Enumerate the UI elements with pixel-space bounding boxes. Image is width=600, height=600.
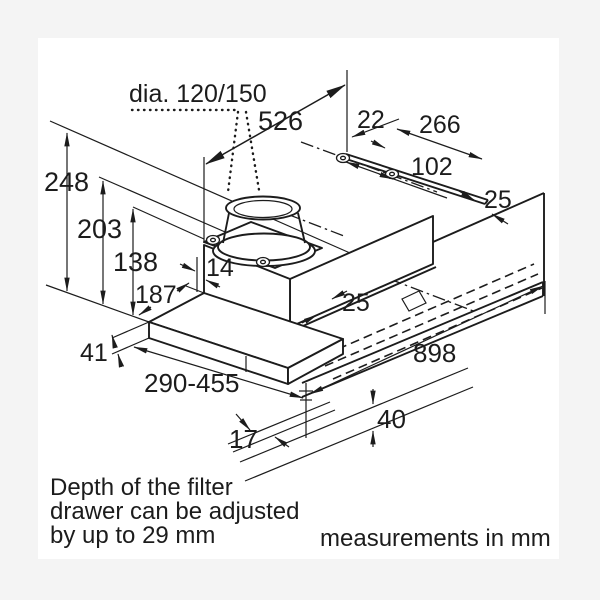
dimension-102: 102 bbox=[345, 153, 453, 199]
dimension-25-top: 25 bbox=[458, 186, 512, 225]
dim-label-138: 138 bbox=[113, 247, 158, 277]
collar-top-opening bbox=[233, 199, 293, 219]
bar-bottom-extension bbox=[244, 386, 474, 482]
strip-top-extension bbox=[111, 321, 150, 339]
dimension-266: 266 bbox=[396, 111, 483, 160]
dimension-14: 14 bbox=[179, 254, 234, 289]
dim-line-898 bbox=[309, 285, 544, 395]
plate-screw-right bbox=[255, 256, 271, 268]
dimension-248: 248 bbox=[44, 132, 89, 292]
body-reference-line bbox=[132, 206, 205, 240]
dimension-290-455: 290-455 bbox=[133, 346, 304, 399]
panel-rear-edge bbox=[432, 192, 545, 243]
dim-label-187: 187 bbox=[135, 281, 177, 309]
dimension-40: 40 bbox=[370, 389, 406, 447]
dimension-898: 898 bbox=[309, 285, 544, 395]
dim-label-14: 14 bbox=[206, 254, 234, 282]
dim-arrow-41-a bbox=[111, 334, 118, 349]
dimension-526: 526 bbox=[205, 84, 346, 165]
dim-arrow-187-b bbox=[138, 305, 152, 316]
dim-label-25-top: 25 bbox=[484, 186, 512, 214]
dim-label-40: 40 bbox=[377, 404, 406, 434]
dim-arrow-14-a bbox=[179, 262, 196, 272]
dim-arrow-17-b bbox=[274, 436, 290, 448]
notes: Depth of the filter drawer can be adjust… bbox=[50, 474, 551, 552]
dim-label-25-mid: 25 bbox=[342, 289, 370, 317]
dim-line-290-455 bbox=[133, 346, 304, 399]
dim-label-41: 41 bbox=[80, 339, 108, 367]
dim-arrow-22-b bbox=[370, 139, 386, 149]
drawer-edge-extension bbox=[45, 284, 150, 323]
dimension-17: 17 bbox=[229, 413, 290, 454]
dim-arrow-22-a bbox=[351, 118, 400, 138]
dim-arrow-25top-a bbox=[458, 190, 475, 201]
units-note: measurements in mm bbox=[320, 525, 551, 552]
duct-diameter-label: dia. 120/150 bbox=[129, 80, 267, 108]
top-reference-line bbox=[49, 120, 351, 254]
duct-assembly bbox=[203, 195, 323, 269]
dim-arrow-17-a bbox=[235, 413, 251, 431]
dim-label-248: 248 bbox=[44, 167, 89, 197]
filter-note-line1: Depth of the filter bbox=[50, 474, 233, 501]
offset-17-line-b bbox=[232, 409, 336, 453]
filter-note-line2: drawer can be adjusted bbox=[50, 498, 300, 525]
dim-arrow-187-a bbox=[176, 282, 190, 293]
dim-label-203: 203 bbox=[77, 214, 122, 244]
filter-note-line3: by up to 29 mm bbox=[50, 522, 215, 549]
dim-line-266 bbox=[396, 128, 483, 160]
dim-arrow-14-b bbox=[205, 279, 221, 289]
dim-arrow-25top-b bbox=[491, 213, 509, 225]
plate-screw-left bbox=[205, 234, 221, 246]
housing-top-centerline bbox=[286, 213, 345, 237]
rail-right-cap bbox=[484, 199, 489, 205]
dim-line-102 bbox=[345, 161, 448, 199]
dimension-41: 41 bbox=[80, 334, 125, 368]
strip-bottom-extension bbox=[111, 337, 150, 355]
rail-screw-left bbox=[335, 152, 351, 164]
dim-label-17: 17 bbox=[229, 424, 258, 454]
dimension-203: 203 bbox=[77, 180, 122, 305]
dim-label-290-455: 290-455 bbox=[144, 368, 239, 398]
mid-reference-line bbox=[98, 176, 233, 236]
dimension-22: 22 bbox=[351, 106, 400, 149]
collar-cone-sides bbox=[222, 212, 306, 244]
dim-line-526 bbox=[205, 84, 346, 165]
dim-arrow-41-b bbox=[117, 353, 125, 368]
dim-arrow-102-inner bbox=[378, 171, 394, 180]
dim-label-898: 898 bbox=[413, 338, 456, 368]
dimension-187: 187 bbox=[135, 281, 190, 316]
offset-17-line-a bbox=[227, 401, 331, 445]
dim-label-266: 266 bbox=[419, 111, 461, 139]
dim-label-526: 526 bbox=[258, 106, 303, 136]
dimension-138: 138 bbox=[113, 208, 158, 316]
dim-label-102: 102 bbox=[411, 153, 453, 181]
dim-label-22: 22 bbox=[357, 106, 385, 134]
